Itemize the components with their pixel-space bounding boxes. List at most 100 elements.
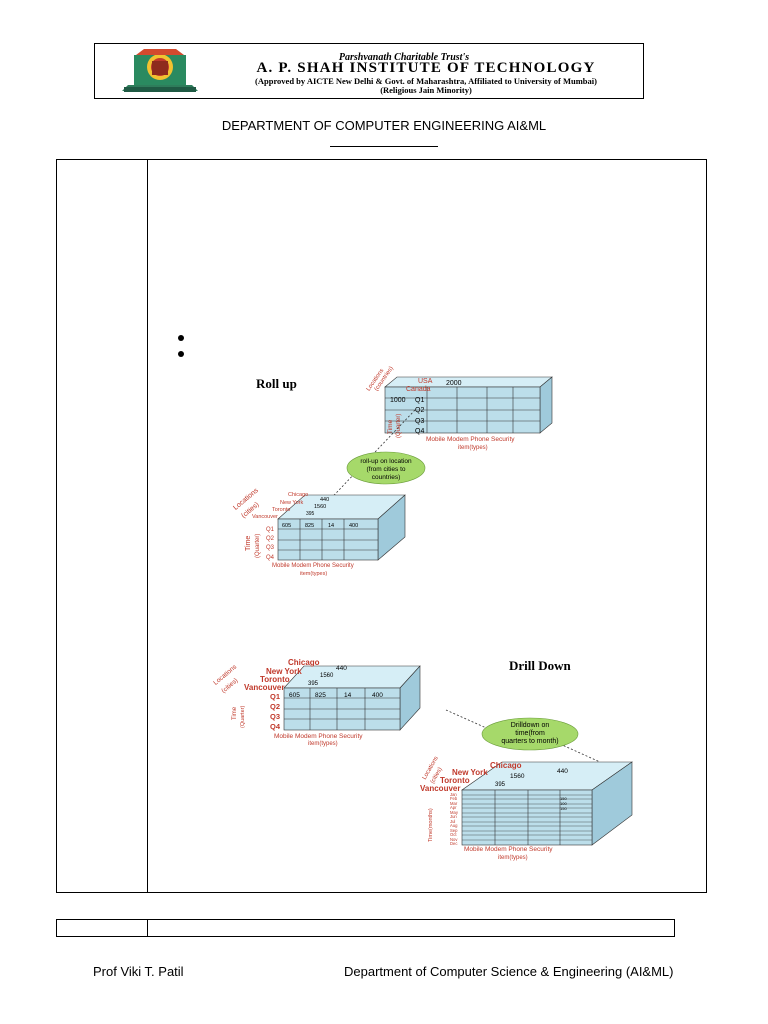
rollup-time-sublabel: (Quarter) (255, 534, 261, 558)
city-label: Chicago (288, 492, 308, 498)
quarter-label: Q3 (270, 712, 280, 721)
drill-bottom-items-sub: item(types) (498, 855, 528, 861)
rollup-title: Roll up (256, 376, 297, 391)
city-label: Vancouver (252, 514, 278, 520)
drill-items-label: Mobile Modem Phone Security (274, 733, 363, 740)
rollup-oval-line3: countries) (372, 474, 401, 481)
drill-bottom-top-value: 395 (495, 782, 506, 788)
city-label: New York (452, 768, 488, 777)
rollup-time-label: Time (245, 536, 252, 551)
location-canada: Canada (406, 386, 431, 393)
city-label: Toronto (272, 507, 290, 513)
rollup-top-value: 1560 (314, 504, 326, 510)
month-label: Apr (450, 805, 457, 810)
drill-oval-line3: quarters to month) (501, 738, 558, 745)
quarter-label: Q4 (415, 428, 424, 435)
drill-oval-line1: Drilldown on (511, 722, 550, 729)
city-label: New York (280, 500, 303, 506)
bottom-table (56, 919, 675, 937)
rollup-cell-value: 400 (349, 523, 358, 529)
month-label: Feb (450, 796, 458, 801)
drill-time-label: Time (232, 706, 238, 720)
institute-header (94, 43, 644, 99)
drill-months-axis-label: Time(months) (428, 808, 434, 842)
footer-department: Department of Computer Science & Enginee… (344, 964, 674, 979)
month-label: Sep (450, 828, 458, 833)
institute-name: A. P. SHAH INSTITUTE OF TECHNOLOGY (256, 60, 596, 76)
bullet-point (178, 351, 184, 357)
drill-cell-value: 400 (372, 692, 383, 699)
month-label: May (450, 810, 459, 815)
rollup-front-value: 1000 (390, 397, 406, 404)
month-label: Jul (450, 819, 455, 824)
drilldown-top-cube: 605 825 14 400 440 1560 395 Chicago New … (212, 658, 421, 747)
quarter-label: Q3 (415, 418, 424, 425)
quarter-label: Q2 (266, 536, 275, 542)
rollup-top-time-axis: Time (Quarter) (387, 414, 402, 438)
quarter-label: Q1 (415, 397, 424, 404)
trust-name: Parshvanath Charitable Trust's (338, 52, 470, 63)
city-label: Chicago (490, 761, 522, 770)
rollup-bottom-cube: 605 825 14 400 440 1560 395 Chicago New … (232, 487, 406, 577)
table-column-divider (147, 159, 148, 893)
quarter-label: Q4 (270, 722, 281, 731)
city-label: Vancouver (420, 784, 460, 793)
rollup-top-items-sub: item(types) (458, 445, 488, 451)
location-usa: USA (418, 378, 433, 385)
department-title: DEPARTMENT OF COMPUTER ENGINEERING AI&ML (221, 118, 547, 133)
month-label: Jun (450, 814, 457, 819)
drill-time-sublabel: (Quarter) (240, 706, 246, 728)
month-label: Mar (450, 801, 458, 806)
drill-cell-value: 825 (315, 692, 326, 699)
quarter-label: Q1 (266, 527, 275, 533)
rollup-top-time-text: Time (387, 419, 394, 434)
drill-month-value: 150 (560, 796, 567, 801)
drill-month-value: 100 (560, 801, 567, 806)
minority-text: (Religious Jain Minority) (380, 85, 472, 95)
footer-author: Prof Viki T. Patil (93, 964, 184, 979)
rollup-bottom-items-sub: item(types) (300, 571, 327, 577)
rollup-top-cube: 2000 1000 Locations (countries) USA Cana… (366, 366, 553, 451)
drilldown-bottom-cube: 440 1560 395 150 100 150 Chicago New Yor… (420, 756, 633, 861)
quarter-label: Q2 (415, 407, 424, 414)
institute-logo (122, 49, 198, 92)
city-label: Toronto (440, 776, 470, 785)
rollup-cell-value: 605 (282, 523, 291, 529)
drill-cell-value: 14 (344, 692, 352, 699)
drill-items-sub: item(types) (308, 741, 338, 747)
quarter-label: Q3 (266, 545, 275, 551)
city-label: Chicago (288, 658, 320, 667)
rollup-top-items-label: Mobile Modem Phone Security (426, 436, 515, 443)
quarter-label: Q1 (270, 692, 280, 701)
bottom-table-divider (147, 919, 148, 937)
drill-top-value: 1560 (320, 673, 334, 679)
rollup-cell-value: 14 (328, 523, 334, 529)
month-label: Nov (450, 837, 458, 842)
drill-bottom-top-value: 1560 (510, 773, 525, 780)
city-label: Toronto (260, 675, 290, 684)
drill-month-value: 150 (560, 806, 567, 811)
drill-top-value: 395 (308, 681, 319, 687)
rollup-oval-line1: roll-up on location (360, 458, 412, 465)
rollup-top-time-subtext: (Quarter) (396, 414, 402, 438)
rollup-cell-value: 825 (305, 523, 314, 529)
drill-bottom-items-label: Mobile Modem Phone Security (464, 846, 553, 853)
month-label: Jan (450, 792, 457, 797)
city-label: Vancouver (244, 683, 284, 692)
drill-top-value: 440 (336, 665, 347, 672)
approval-text: (Approved by AICTE New Delhi & Govt. of … (255, 76, 597, 86)
title-underline (330, 146, 438, 147)
month-label: Oct (450, 832, 457, 837)
quarter-label: Q4 (266, 555, 275, 561)
drill-cell-value: 605 (289, 692, 300, 699)
content-table (56, 159, 707, 893)
bullet-point (178, 335, 184, 341)
rollup-diagram: Roll up 2000 1000 Locations (countries) … (232, 366, 553, 577)
rollup-oval-line2: (from cities to (366, 466, 405, 473)
month-label: Dec (450, 841, 457, 846)
month-label: Aug (450, 823, 458, 828)
drilldown-diagram: Drill Down 605 825 14 400 440 1560 395 C… (212, 658, 633, 861)
quarter-label: Q2 (270, 702, 280, 711)
city-label: New York (266, 667, 302, 676)
rollup-top-value: 2000 (446, 380, 462, 387)
